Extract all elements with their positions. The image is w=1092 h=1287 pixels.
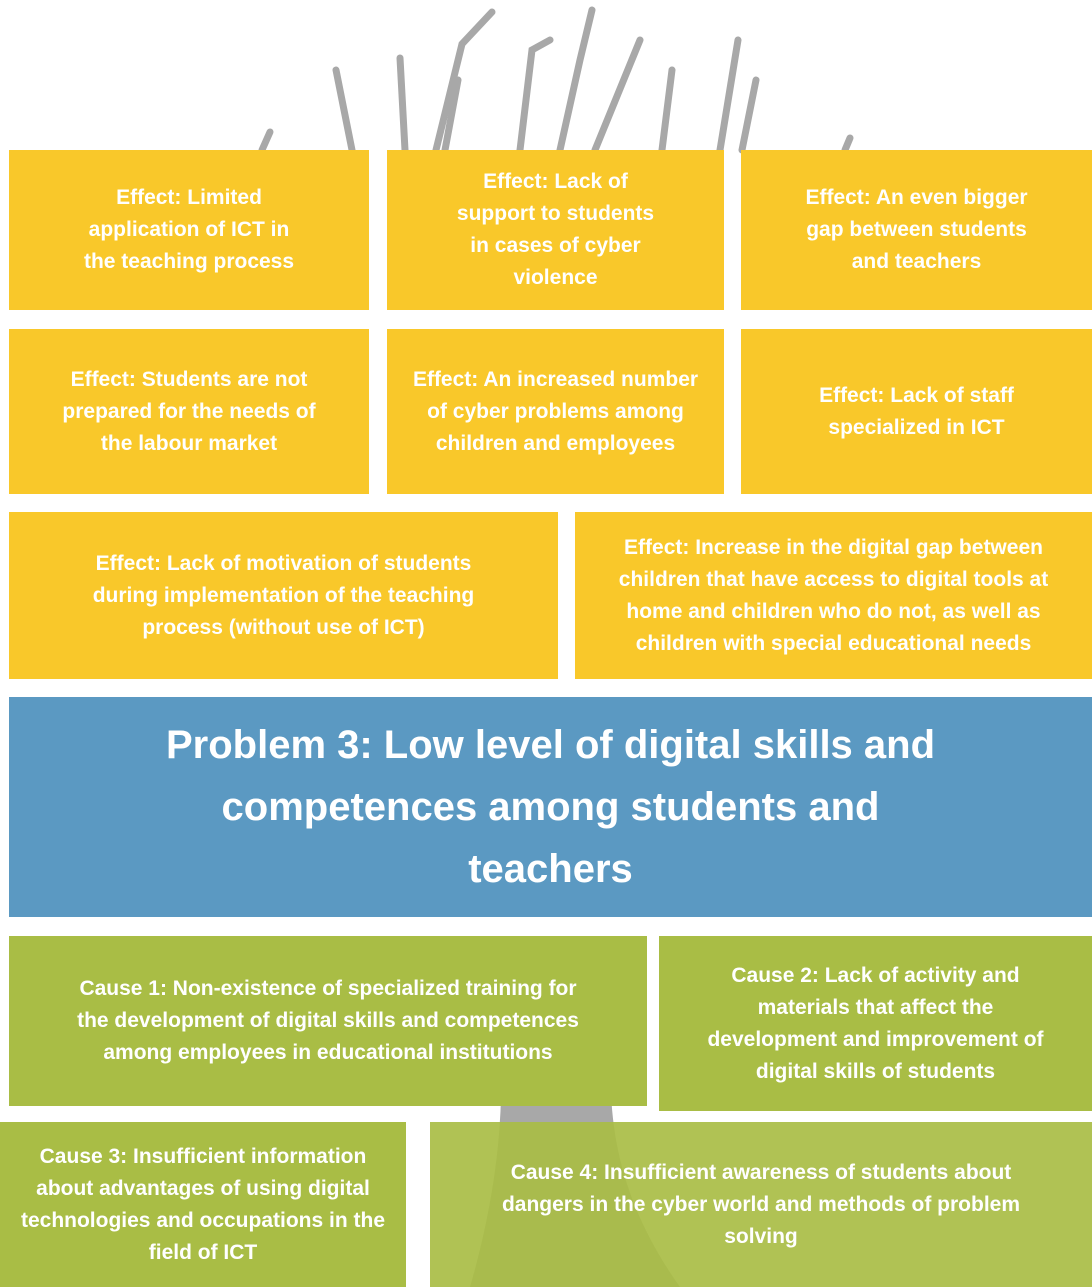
- cause-box-specialized-training: Cause 1: Non-existence of specialized tr…: [9, 936, 647, 1106]
- cause-text: Cause 3: Insufficient information about …: [20, 1144, 386, 1264]
- cause-box-insufficient-awareness: Cause 4: Insufficient awareness of stude…: [430, 1122, 1092, 1287]
- cause-text: Cause 1: Non-existence of specialized tr…: [77, 977, 579, 1064]
- problem-title: Problem 3: Low level of digital skills a…: [165, 723, 936, 891]
- cause-box-lack-activity: Cause 2: Lack of activity and materials …: [659, 936, 1092, 1111]
- cause-text: Cause 2: Lack of activity and materials …: [707, 963, 1044, 1083]
- tree-branches: [258, 6, 854, 154]
- cause-box-insufficient-information: Cause 3: Insufficient information about …: [0, 1122, 406, 1287]
- effect-text: Effect: Increase in the digital gap betw…: [618, 535, 1049, 655]
- effect-text: Effect: Lack of support to students in c…: [456, 170, 655, 289]
- effect-box-digital-gap: Effect: Increase in the digital gap betw…: [575, 512, 1092, 679]
- effect-box-bigger-gap: Effect: An even bigger gap between stude…: [741, 150, 1092, 310]
- effect-box-labour-market: Effect: Students are not prepared for th…: [9, 329, 369, 494]
- effect-text: Effect: An increased number of cyber pro…: [412, 367, 699, 455]
- effect-box-lack-motivation: Effect: Lack of motivation of students d…: [9, 512, 558, 679]
- effect-text: Effect: An even bigger gap between stude…: [805, 186, 1028, 273]
- effect-text: Effect: Lack of staff specialized in ICT: [819, 383, 1014, 439]
- cause-text: Cause 4: Insufficient awareness of stude…: [501, 1160, 1021, 1248]
- effect-box-cyber-problems: Effect: An increased number of cyber pro…: [387, 329, 724, 494]
- effect-box-lack-staff: Effect: Lack of staff specialized in ICT: [741, 329, 1092, 494]
- effect-box-limited-ict: Effect: Limited application of ICT in th…: [9, 150, 369, 310]
- effect-text: Effect: Students are not prepared for th…: [62, 367, 316, 455]
- effect-text: Effect: Lack of motivation of students d…: [92, 551, 475, 639]
- effect-text: Effect: Limited application of ICT in th…: [83, 186, 295, 273]
- effect-box-lack-support: Effect: Lack of support to students in c…: [387, 150, 724, 310]
- problem-box: Problem 3: Low level of digital skills a…: [9, 697, 1092, 917]
